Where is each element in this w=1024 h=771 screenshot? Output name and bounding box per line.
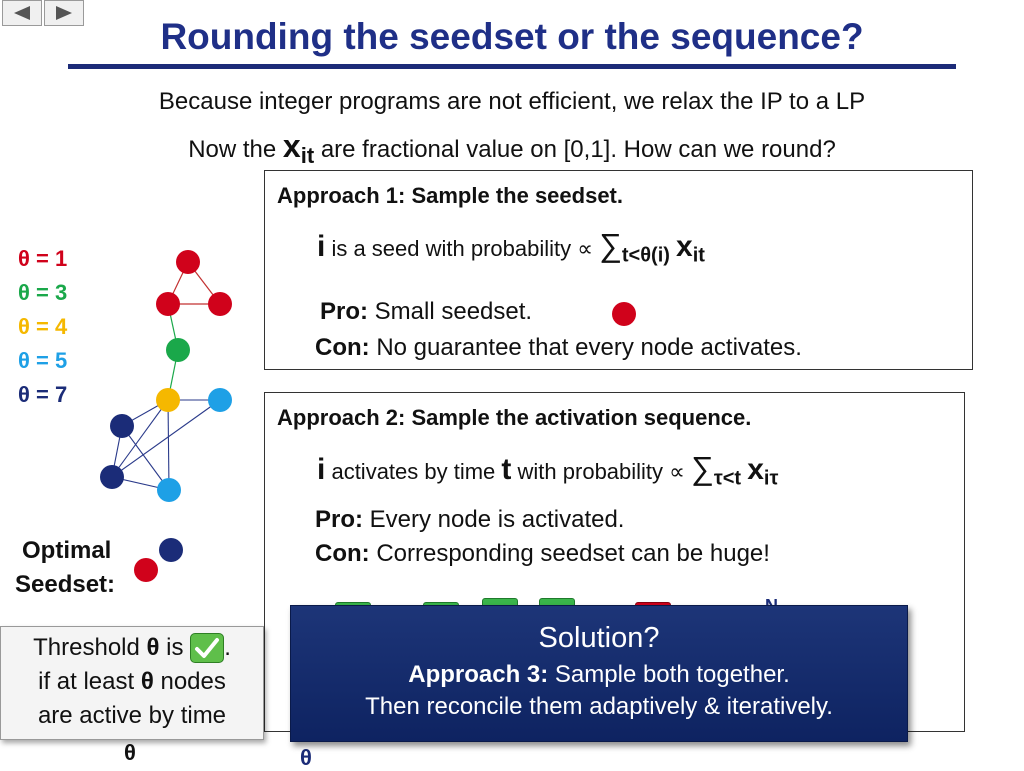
approach-1-rule: i is a seed with probability ∝ ∑t<θ(i) x… bbox=[317, 227, 705, 267]
approach-2-rule: i activates by time t with probability ∝… bbox=[317, 450, 779, 490]
var-x-subscript: it bbox=[300, 142, 315, 168]
legend-item: θ = 7 bbox=[18, 382, 68, 407]
approach-2-con: Con: Corresponding seedset can be huge! bbox=[315, 540, 770, 567]
stray-theta-label: θ bbox=[300, 745, 312, 770]
subtitle-text: Now the bbox=[188, 136, 283, 163]
solution-callout: Solution? Approach 3: Sample both togeth… bbox=[290, 605, 908, 742]
node-lightblue bbox=[157, 478, 181, 502]
approach-2-heading: Approach 2: Sample the activation sequen… bbox=[277, 405, 752, 430]
approach-1-pro: Pro: Small seedset. bbox=[320, 298, 533, 325]
solution-title: Solution? bbox=[538, 622, 660, 654]
slide-title: Rounding the seedset or the sequence? bbox=[160, 16, 864, 57]
threshold-note: Threshold θ is . if at least θ nodes are… bbox=[0, 626, 264, 740]
legend-item: θ = 1 bbox=[18, 246, 68, 271]
subtitle-line-2: Now the xit are fractional value on [0,1… bbox=[0, 128, 1024, 169]
green-check-icon bbox=[190, 633, 225, 663]
next-slide-button[interactable] bbox=[44, 0, 84, 26]
red-dot-icon bbox=[612, 302, 636, 326]
title-underline bbox=[68, 64, 956, 69]
seedset-label: Seedset: bbox=[15, 571, 116, 598]
legend-item: θ = 4 bbox=[18, 314, 68, 339]
threshold-line-2: if at least θ nodes bbox=[38, 668, 226, 695]
subtitle-line-1: Because integer programs are not efficie… bbox=[158, 88, 866, 115]
node-green bbox=[166, 338, 190, 362]
approach-1-con: Con: No guarantee that every node activa… bbox=[315, 334, 802, 361]
subtitle-text: are fractional value on [0,1]. How can w… bbox=[314, 136, 836, 163]
triangle-left-icon bbox=[14, 6, 30, 20]
optimal-seedset-nodes bbox=[134, 538, 183, 582]
approach-2-pro: Pro: Every node is activated. bbox=[315, 506, 625, 533]
triangle-right-icon bbox=[56, 6, 72, 20]
legend-item: θ = 5 bbox=[18, 348, 68, 373]
node-navy bbox=[159, 538, 183, 562]
node-red bbox=[156, 292, 180, 316]
prev-slide-button[interactable] bbox=[2, 0, 42, 26]
solution-approach-3: Approach 3: Sample both together. bbox=[408, 661, 790, 688]
approach-1-heading: Approach 1: Sample the seedset. bbox=[277, 183, 623, 208]
node-red bbox=[134, 558, 158, 582]
theta-legend: θ = 1 θ = 3 θ = 4 θ = 5 θ = 7 bbox=[18, 246, 67, 416]
approach-1-box: Approach 1: Sample the seedset. i is a s… bbox=[264, 170, 973, 370]
threshold-line-1: Threshold θ is . bbox=[33, 633, 231, 663]
optimal-label: Optimal bbox=[22, 537, 112, 564]
threshold-line-3: are active by time bbox=[37, 702, 227, 729]
node-red bbox=[176, 250, 200, 274]
legend-item: θ = 3 bbox=[18, 280, 68, 305]
solution-line-3: Then reconcile them adaptively & iterati… bbox=[365, 693, 833, 720]
network-graph bbox=[100, 250, 232, 502]
node-navy bbox=[110, 414, 134, 438]
node-yellow bbox=[156, 388, 180, 412]
node-navy bbox=[100, 465, 124, 489]
node-red bbox=[208, 292, 232, 316]
node-lightblue bbox=[208, 388, 232, 412]
threshold-line-4: θ bbox=[124, 740, 136, 765]
var-x: x bbox=[282, 128, 301, 164]
